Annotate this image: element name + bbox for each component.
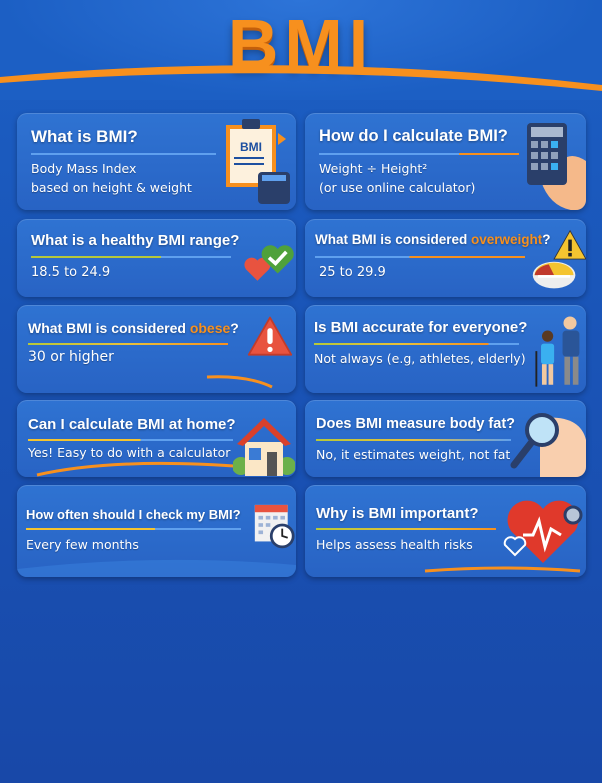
card-question: How do I calculate BMI? [319, 127, 508, 145]
card-answer: Every few months [26, 537, 139, 552]
card-accuracy: Is BMI accurate for everyone? Not always… [305, 305, 586, 393]
divider [28, 439, 233, 441]
divider [315, 256, 525, 258]
card-question: What BMI is considered obese? [28, 320, 239, 336]
decorative-wave [36, 461, 248, 477]
card-importance: Why is BMI important? Helps assess healt… [305, 485, 586, 577]
card-question: What is BMI? [31, 127, 138, 146]
card-answer: Body Mass Index [31, 161, 137, 176]
card-answer: Weight ÷ Height² [319, 161, 428, 176]
card-answer: 25 to 29.9 [319, 265, 386, 280]
card-answer: No, it estimates weight, not fat [316, 447, 511, 462]
divider [316, 439, 511, 441]
divider [319, 153, 519, 155]
card-question: Can I calculate BMI at home? [28, 416, 236, 433]
decorative-wave [17, 559, 296, 577]
house-icon [233, 418, 295, 476]
card-question: How often should I check my BMI? [26, 507, 241, 522]
heart-stethoscope-icon [503, 500, 583, 563]
calculator-icon [527, 123, 586, 210]
divider [316, 528, 496, 530]
card-answer: 30 or higher [28, 349, 114, 365]
card-obese: What BMI is considered obese? 30 or high… [17, 305, 296, 393]
calendar-clock-icon [254, 504, 295, 549]
divider [31, 153, 216, 155]
clipboard-scale-icon: BMI [226, 119, 290, 204]
card-answer: (or use online calculator) [319, 180, 476, 195]
card-at-home: Can I calculate BMI at home? Yes! Easy t… [17, 400, 296, 477]
decorative-wave [206, 375, 273, 389]
card-question: Is BMI accurate for everyone? [314, 319, 528, 336]
card-calculate-bmi: How do I calculate BMI? Weight ÷ Height²… [305, 113, 586, 210]
card-question: Why is BMI important? [316, 505, 479, 522]
card-answer: based on height & weight [31, 180, 192, 195]
card-answer: Helps assess health risks [316, 537, 473, 552]
card-what-is-bmi: What is BMI? Body Mass Index based on he… [17, 113, 296, 210]
header-swoosh [0, 65, 602, 91]
warning-icon [247, 316, 293, 356]
card-how-often: How often should I check my BMI? Every f… [17, 485, 296, 577]
card-healthy-range: What is a healthy BMI range? 18.5 to 24.… [17, 219, 296, 297]
svg-text:BMI: BMI [240, 140, 262, 154]
card-body-fat: Does BMI measure body fat? No, it estima… [305, 400, 586, 477]
card-answer: Yes! Easy to do with a calculator [28, 445, 231, 460]
header-background [0, 0, 602, 100]
card-question: Does BMI measure body fat? [316, 416, 516, 432]
divider [28, 343, 228, 345]
decorative-wave [424, 566, 581, 573]
card-question: What BMI is considered overweight? [315, 232, 551, 247]
people-icon [535, 316, 580, 387]
divider [31, 256, 231, 258]
warning-gauge-icon [532, 229, 586, 289]
card-question: What is a healthy BMI range? [31, 232, 240, 249]
card-answer: Not always (e.g, athletes, elderly) [314, 351, 526, 366]
card-overweight: What BMI is considered overweight? 25 to… [305, 219, 586, 297]
magnifier-icon [510, 413, 586, 477]
divider [314, 343, 519, 345]
heart-check-icon [244, 245, 294, 281]
divider [26, 528, 241, 530]
card-answer: 18.5 to 24.9 [31, 265, 111, 280]
